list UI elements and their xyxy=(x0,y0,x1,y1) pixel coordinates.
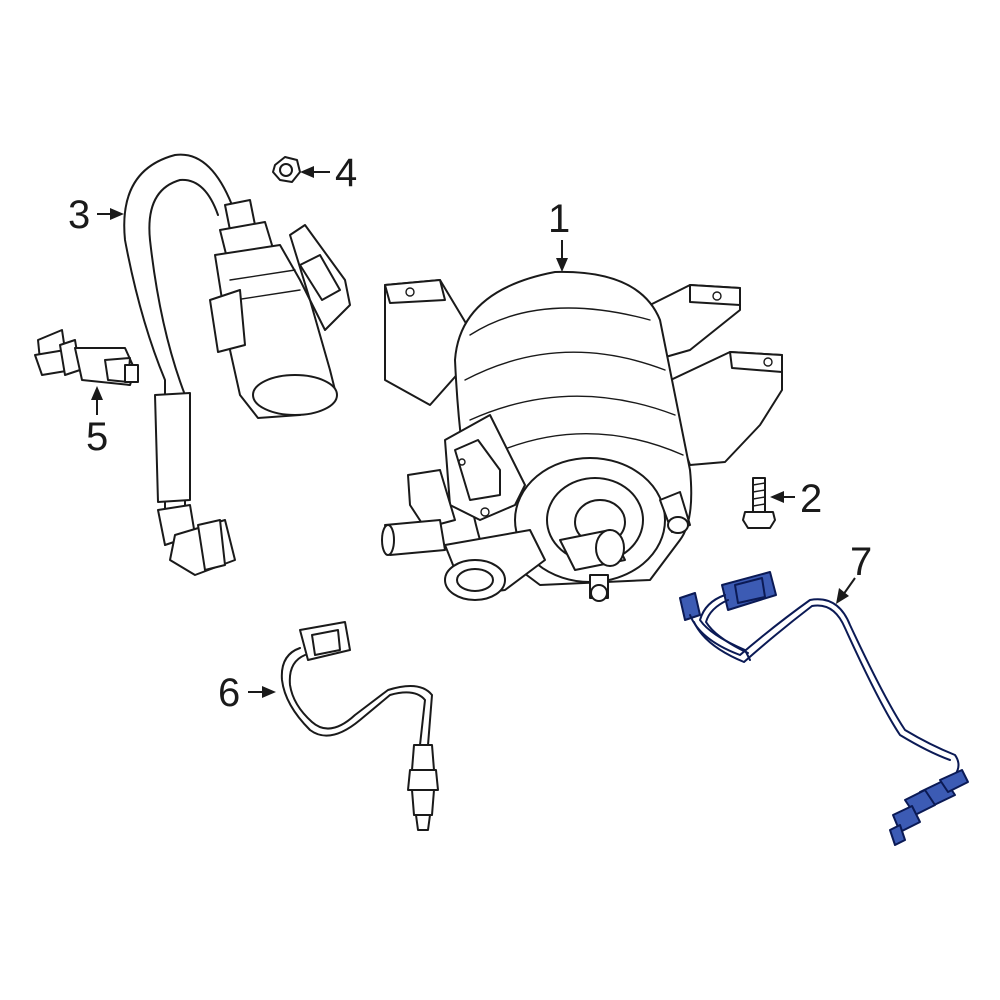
part-7-o2-sensor-highlighted[interactable] xyxy=(679,571,969,846)
part-4-nut[interactable] xyxy=(272,156,301,183)
callout-5: 5 xyxy=(86,415,108,459)
part-3-purge-valve[interactable] xyxy=(123,153,351,576)
part-5-clip[interactable] xyxy=(34,329,139,386)
callout-1: 1 xyxy=(548,197,570,241)
callout-2: 2 xyxy=(800,477,822,521)
callout-arrows xyxy=(91,166,856,698)
part-6-o2-sensor[interactable] xyxy=(280,621,439,831)
callout-4: 4 xyxy=(335,151,357,195)
part-2-bolt[interactable] xyxy=(742,477,776,529)
callout-6: 6 xyxy=(218,671,240,715)
callout-7: 7 xyxy=(850,540,872,584)
part-1-canister[interactable] xyxy=(381,270,783,602)
callout-3: 3 xyxy=(68,193,90,237)
